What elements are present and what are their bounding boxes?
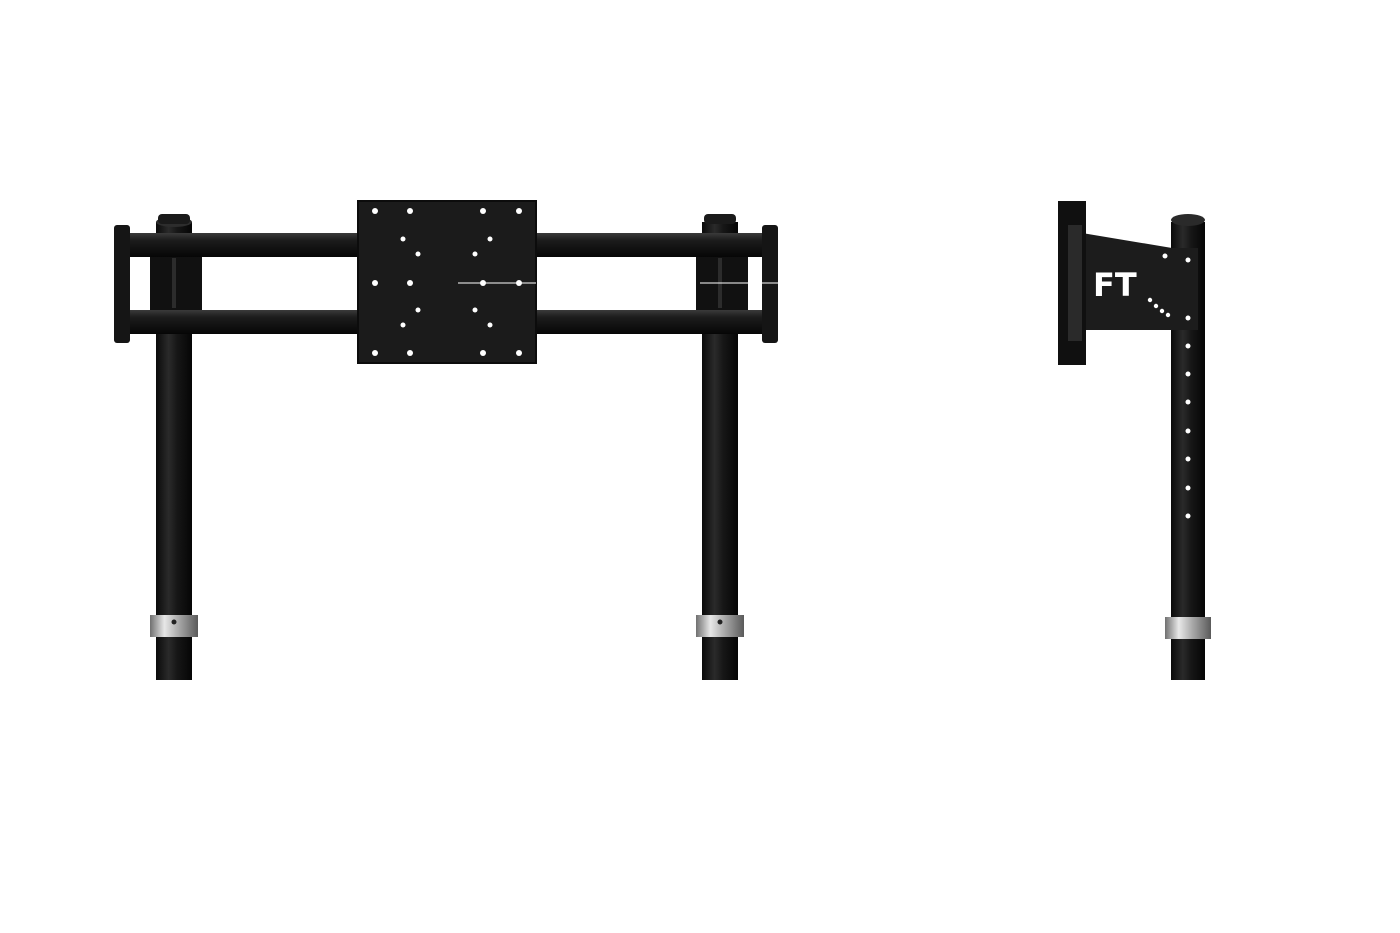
brand-logo: FT bbox=[1093, 266, 1137, 304]
vesa-mount-plate bbox=[357, 200, 537, 364]
right-chrome-collar bbox=[696, 615, 744, 637]
tilt-bracket-holes bbox=[1147, 253, 1191, 321]
left-chrome-collar bbox=[150, 615, 198, 637]
vesa-holes bbox=[372, 208, 522, 356]
height-adjust-holes bbox=[1185, 343, 1191, 519]
side-view: FT bbox=[1058, 201, 1211, 680]
front-view bbox=[114, 200, 778, 680]
side-chrome-collar bbox=[1165, 617, 1211, 639]
tilt-bracket: FT bbox=[1076, 232, 1198, 330]
left-end-cap bbox=[114, 225, 130, 343]
right-end-cap bbox=[762, 225, 778, 343]
